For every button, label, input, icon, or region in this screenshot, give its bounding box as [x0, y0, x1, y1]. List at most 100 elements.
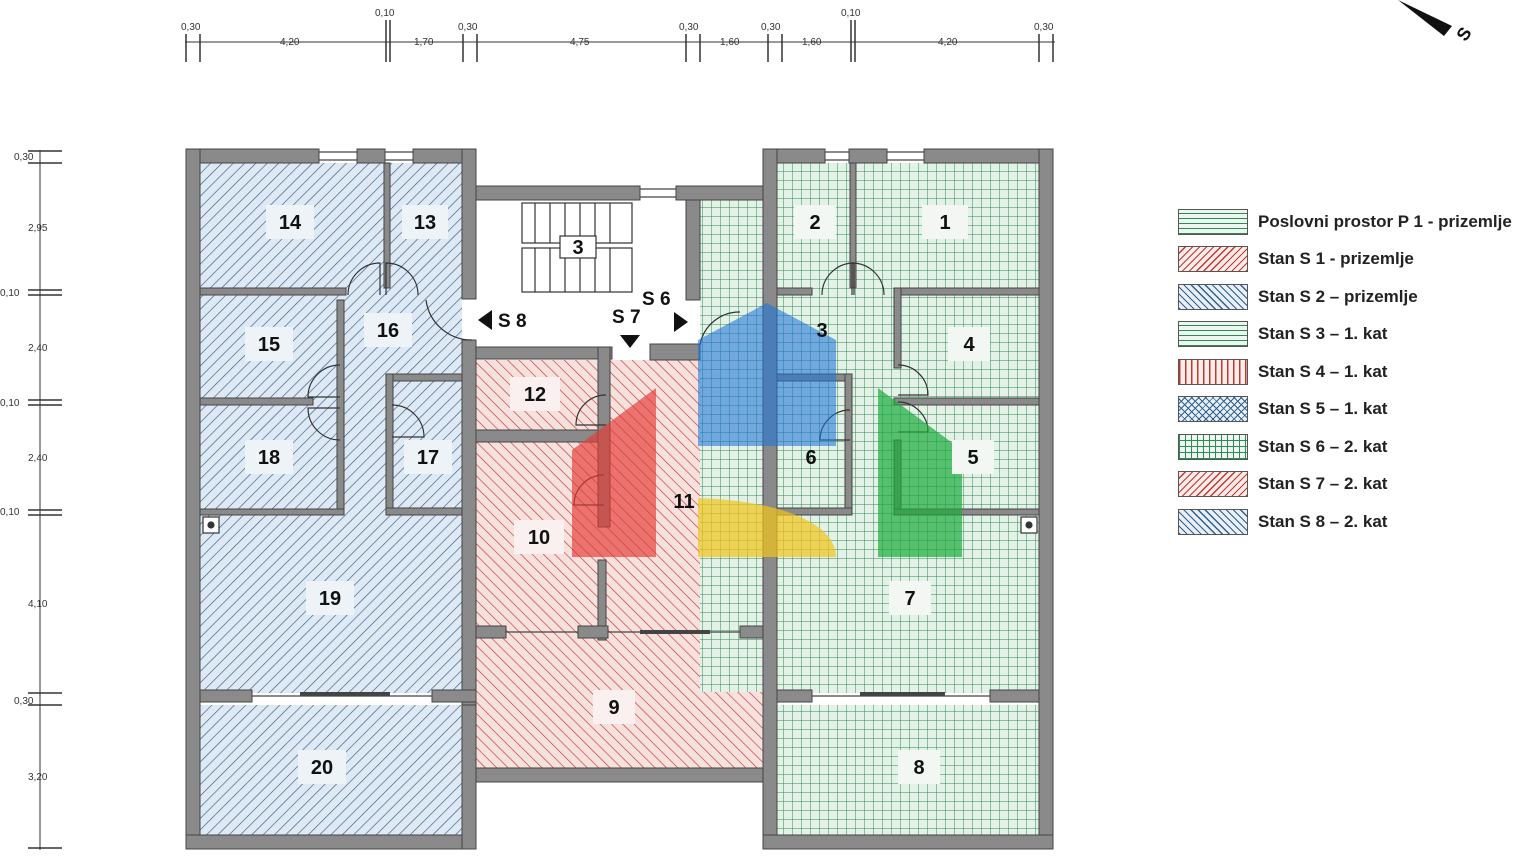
left-dimension-labels: 0,30 2,95 0,10 2,40 0,10 2,40 0,10 4,10 … — [0, 152, 48, 783]
svg-text:3: 3 — [572, 237, 583, 259]
dim-label: 2,95 — [28, 223, 48, 234]
unit-s8-area — [200, 163, 462, 835]
legend-swatch — [1178, 471, 1248, 498]
legend-swatch — [1178, 208, 1248, 235]
room-13: 13 — [402, 205, 448, 239]
dim-label: 0,30 — [458, 22, 478, 33]
dim-upper-label: 0,10 — [375, 8, 395, 19]
legend-label: Poslovni prostor P 1 - prizemlje — [1258, 211, 1512, 231]
section-markers: S 8 S 7 S 6 — [478, 289, 688, 348]
legend-item: Stan S 2 – prizemlje — [1178, 278, 1536, 316]
svg-text:9: 9 — [608, 697, 619, 719]
svg-text:11: 11 — [673, 491, 694, 513]
dim-label: 2,40 — [28, 343, 48, 354]
room-20: 20 — [298, 750, 346, 784]
svg-text:14: 14 — [279, 212, 302, 234]
legend-item: Poslovni prostor P 1 - prizemlje — [1178, 203, 1536, 241]
room-5: 5 — [952, 440, 994, 474]
dim-upper-label: 0,10 — [841, 8, 861, 19]
svg-text:5: 5 — [967, 447, 978, 469]
svg-text:13: 13 — [414, 212, 436, 234]
svg-text:2: 2 — [809, 212, 820, 234]
room-16: 16 — [364, 313, 412, 347]
section-s6: S 6 — [642, 289, 688, 332]
dim-label: 0,30 — [761, 22, 781, 33]
svg-text:4: 4 — [963, 334, 975, 356]
svg-text:8: 8 — [913, 757, 924, 779]
compass-label: S — [1452, 23, 1475, 44]
dim-label: 1,70 — [414, 37, 434, 48]
dim-label: 4,20 — [280, 37, 300, 48]
room-14: 14 — [266, 205, 314, 239]
legend-label: Stan S 5 – 1. kat — [1258, 399, 1388, 419]
room-11: 11 — [673, 491, 694, 513]
svg-text:18: 18 — [258, 447, 280, 469]
legend-label: Stan S 1 - prizemlje — [1258, 249, 1414, 269]
watermark-logo — [572, 303, 962, 557]
room-12: 12 — [510, 377, 560, 411]
legend-swatch — [1178, 283, 1248, 310]
dim-label: 4,75 — [570, 37, 590, 48]
legend-label: Stan S 3 – 1. kat — [1258, 324, 1388, 344]
dim-label: 1,60 — [720, 37, 740, 48]
svg-text:S 8: S 8 — [498, 311, 527, 332]
walls — [185, 148, 1054, 850]
dim-label: 0,30 — [14, 696, 34, 707]
duct-markers — [202, 516, 1038, 534]
svg-text:6: 6 — [805, 447, 816, 469]
top-dimension-line — [185, 20, 1055, 62]
svg-text:15: 15 — [258, 334, 280, 356]
room-3: 3 — [816, 320, 827, 342]
staircase — [521, 202, 633, 293]
dim-label: 0,30 — [679, 22, 699, 33]
room-15: 15 — [245, 327, 293, 361]
dim-label: 4,10 — [28, 599, 48, 610]
legend-swatch — [1178, 508, 1248, 535]
legend-swatch — [1178, 246, 1248, 273]
legend-label: Stan S 4 – 1. kat — [1258, 361, 1388, 381]
legend-item: Stan S 3 – 1. kat — [1178, 316, 1536, 354]
room-17: 17 — [404, 440, 452, 474]
dim-label: 0,10 — [0, 288, 20, 299]
compass-arrow: S — [1398, 0, 1476, 45]
svg-text:20: 20 — [311, 757, 333, 779]
legend-label: Stan S 7 – 2. kat — [1258, 474, 1388, 494]
legend-item: Stan S 7 – 2. kat — [1178, 466, 1536, 504]
legend-item: Stan S 1 - prizemlje — [1178, 241, 1536, 279]
legend-swatch — [1178, 321, 1248, 348]
svg-text:7: 7 — [904, 588, 915, 610]
room-18: 18 — [245, 440, 293, 474]
dim-label: 1,60 — [802, 37, 822, 48]
section-s8: S 8 — [478, 310, 527, 332]
legend-swatch — [1178, 396, 1248, 423]
room-1: 1 — [922, 205, 968, 239]
legend-label: Stan S 8 – 2. kat — [1258, 511, 1388, 531]
dim-label: 2,40 — [28, 453, 48, 464]
left-dimension-line — [28, 150, 62, 850]
svg-text:12: 12 — [524, 384, 546, 406]
legend-label: Stan S 2 – prizemlje — [1258, 286, 1418, 306]
room-stair-3: 3 — [572, 237, 583, 259]
room-10: 10 — [514, 520, 564, 554]
svg-text:16: 16 — [377, 320, 399, 342]
svg-text:1: 1 — [939, 212, 950, 234]
legend-item: Stan S 6 – 2. kat — [1178, 428, 1536, 466]
top-dimension-labels: 0,10 0,10 0,30 4,20 1,70 0,30 4,75 0,30 … — [181, 8, 1054, 48]
dim-label: 0,10 — [0, 398, 20, 409]
dim-label: 0,30 — [14, 152, 34, 163]
room-8: 8 — [898, 750, 940, 784]
legend-swatch — [1178, 358, 1248, 385]
svg-text:S 6: S 6 — [642, 289, 671, 310]
legend-item: Stan S 8 – 2. kat — [1178, 503, 1536, 541]
svg-text:17: 17 — [417, 447, 439, 469]
svg-text:3: 3 — [816, 320, 827, 342]
room-6: 6 — [805, 447, 816, 469]
svg-text:10: 10 — [528, 527, 550, 549]
legend-label: Stan S 6 – 2. kat — [1258, 436, 1388, 456]
svg-text:S 7: S 7 — [612, 307, 641, 328]
svg-text:19: 19 — [319, 588, 341, 610]
room-9: 9 — [593, 690, 635, 724]
section-s7: S 7 — [612, 307, 641, 348]
